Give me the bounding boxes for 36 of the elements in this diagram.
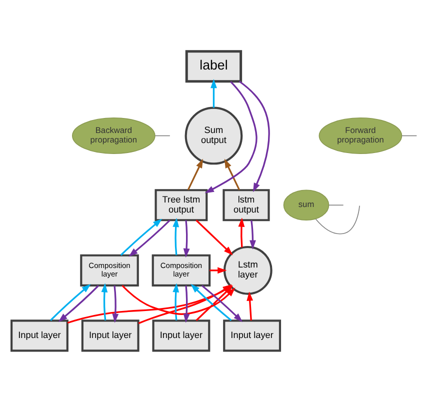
node-box: lstm output bbox=[222, 189, 270, 222]
arrow bbox=[120, 218, 162, 256]
node-box: label bbox=[185, 50, 242, 83]
arrow bbox=[250, 220, 256, 250]
arrow bbox=[183, 220, 190, 258]
node-box: Input layer bbox=[10, 320, 68, 352]
arrow bbox=[246, 292, 254, 320]
node-circle: Sum output bbox=[184, 106, 243, 165]
node-box: Input layer bbox=[81, 320, 140, 352]
arrow bbox=[128, 220, 170, 257]
arrow bbox=[101, 283, 108, 320]
connector bbox=[328, 204, 344, 206]
arrow bbox=[224, 158, 240, 190]
node-box: Input layer bbox=[223, 320, 282, 352]
node-box: Tree lstm output bbox=[154, 189, 208, 222]
arrow bbox=[238, 218, 245, 248]
node-ellipse: Backward propragation bbox=[72, 117, 156, 154]
arrow bbox=[112, 286, 119, 323]
connector bbox=[315, 205, 360, 234]
arrow bbox=[210, 78, 217, 108]
arrow bbox=[204, 81, 258, 194]
connector bbox=[154, 135, 170, 136]
arrow bbox=[196, 220, 233, 256]
arrow bbox=[172, 283, 180, 320]
arrow bbox=[50, 284, 91, 321]
node-ellipse: Forward propragation bbox=[318, 117, 402, 154]
arrow bbox=[58, 285, 100, 322]
connector bbox=[401, 135, 418, 136]
arrow bbox=[172, 218, 180, 256]
node-box: Input layer bbox=[152, 320, 210, 352]
arrow bbox=[187, 158, 204, 190]
node-box: Composition layer bbox=[152, 254, 211, 286]
arrow bbox=[183, 286, 190, 323]
node-ellipse: sum bbox=[283, 190, 330, 221]
node-box: Composition layer bbox=[80, 254, 139, 286]
arrow bbox=[238, 80, 270, 192]
